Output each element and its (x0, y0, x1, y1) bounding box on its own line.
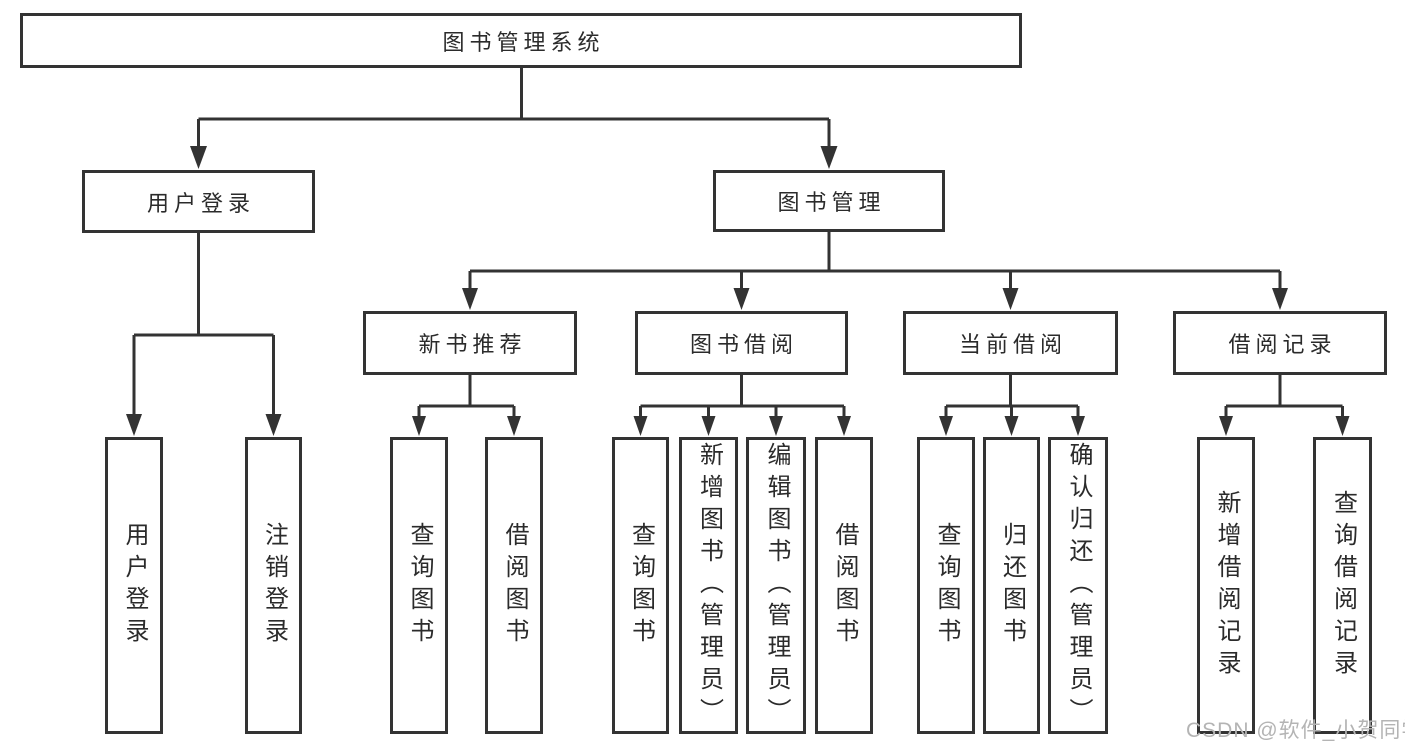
node-leaf-query-books-recommend: 查询图书 (390, 437, 448, 734)
connector-new-book-recommend-to-leaves (412, 374, 521, 436)
arrowhead-down (412, 416, 426, 436)
node-leaf-logout: 注销登录 (245, 437, 302, 734)
node-label: 用户登录 (146, 190, 255, 216)
node-leaf-edit-book-admin: 编辑图书（管理员） (746, 437, 806, 734)
node-label: 用户登录 (121, 521, 148, 650)
node-label: 借阅记录 (1228, 332, 1337, 357)
arrowhead-down (939, 416, 953, 436)
node-leaf-borrow-books-recommend: 借阅图书 (485, 437, 543, 734)
node-new-book-recommend: 新书推荐 (363, 311, 577, 375)
arrowhead-down (1071, 416, 1085, 436)
node-label: 新增借阅记录 (1213, 489, 1240, 682)
connector-current-borrowing-to-leaves (939, 374, 1085, 436)
arrowhead-down (265, 414, 282, 436)
node-leaf-query-books-current: 查询图书 (917, 437, 975, 734)
arrowhead-down (1004, 416, 1019, 436)
node-leaf-confirm-return-admin: 确认归还（管理员） (1048, 437, 1108, 734)
node-label: 新增图书（管理员） (695, 441, 723, 730)
node-label: 归还图书 (998, 521, 1026, 650)
arrowhead-down (820, 146, 838, 169)
csdn-watermark: CSDN @软件_小贺同学 (1186, 719, 1405, 742)
connector-book-management-to-level3 (462, 231, 1288, 310)
node-label: 新书推荐 (418, 332, 527, 357)
arrowhead-down (733, 288, 750, 310)
connector-borrow-records-to-leaves (1219, 374, 1350, 436)
node-label: 查询图书 (933, 521, 960, 650)
node-label: 确认归还（管理员） (1065, 441, 1092, 730)
node-book-management: 图书管理 (713, 170, 945, 232)
connector-book-borrowing-to-leaves (633, 374, 851, 436)
node-label: 当前借阅 (958, 332, 1067, 357)
node-label: 图书管理 (777, 190, 886, 215)
node-leaf-query-books-borrowing: 查询图书 (612, 437, 669, 734)
node-label: 图书借阅 (689, 332, 798, 357)
node-library-management-system: 图书管理系统 (20, 13, 1022, 68)
arrowhead-down (126, 414, 142, 436)
node-borrow-records: 借阅记录 (1173, 311, 1387, 375)
node-book-borrowing: 图书借阅 (635, 311, 848, 375)
node-leaf-borrow-books: 借阅图书 (815, 437, 873, 734)
node-label: 借阅图书 (501, 521, 528, 650)
arrowhead-down (507, 416, 521, 436)
node-user-login: 用户登录 (82, 170, 315, 233)
arrowhead-down (837, 416, 851, 436)
node-label: 注销登录 (260, 521, 288, 650)
arrowhead-down (462, 288, 478, 310)
connector-root-to-level2 (190, 68, 838, 169)
node-leaf-query-borrow-record: 查询借阅记录 (1313, 437, 1372, 734)
node-label: 编辑图书（管理员） (763, 441, 790, 730)
connector-user-login-to-leaves (126, 233, 282, 436)
node-label: 查询图书 (406, 521, 433, 650)
arrowhead-down (769, 416, 783, 436)
node-leaf-add-borrow-record: 新增借阅记录 (1197, 437, 1255, 734)
arrowhead-down (1335, 416, 1350, 436)
node-label: 查询借阅记录 (1329, 489, 1357, 682)
arrowhead-down (1002, 288, 1019, 310)
arrowhead-down (701, 416, 716, 436)
node-leaf-add-book-admin: 新增图书（管理员） (679, 437, 738, 734)
node-current-borrowing: 当前借阅 (903, 311, 1118, 375)
node-leaf-return-book: 归还图书 (983, 437, 1040, 734)
arrowhead-down (1219, 416, 1233, 436)
node-label: 查询图书 (627, 521, 655, 650)
arrowhead-down (190, 146, 207, 169)
arrowhead-down (1272, 288, 1288, 310)
node-label: 借阅图书 (831, 521, 858, 650)
node-leaf-user-login: 用户登录 (105, 437, 163, 734)
node-label: 图书管理系统 (442, 29, 605, 55)
arrowhead-down (633, 416, 648, 436)
